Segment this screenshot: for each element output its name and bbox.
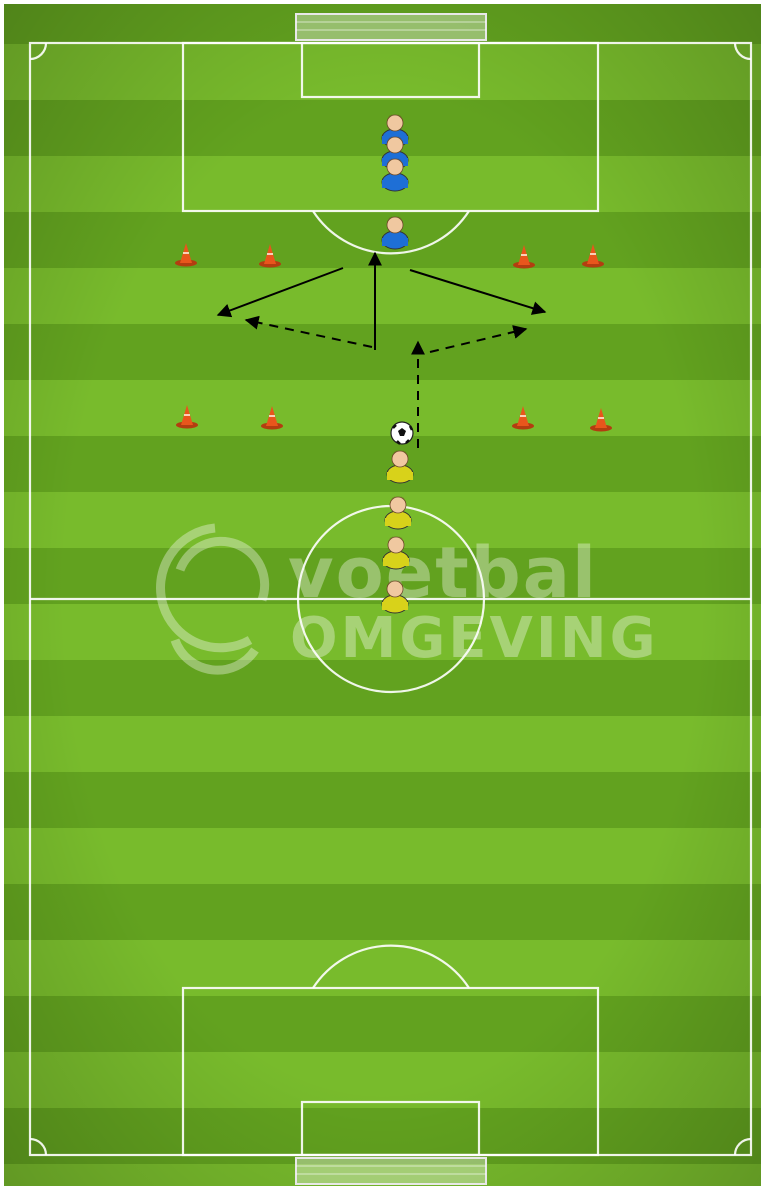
watermark-line2: OMGEVING — [290, 606, 659, 671]
ball — [391, 422, 413, 444]
bottom-goal-icon — [296, 1158, 486, 1184]
watermark-line1: voetbal — [288, 532, 598, 614]
top-goal-icon — [296, 14, 486, 40]
soccer-ball-icon — [391, 422, 413, 444]
